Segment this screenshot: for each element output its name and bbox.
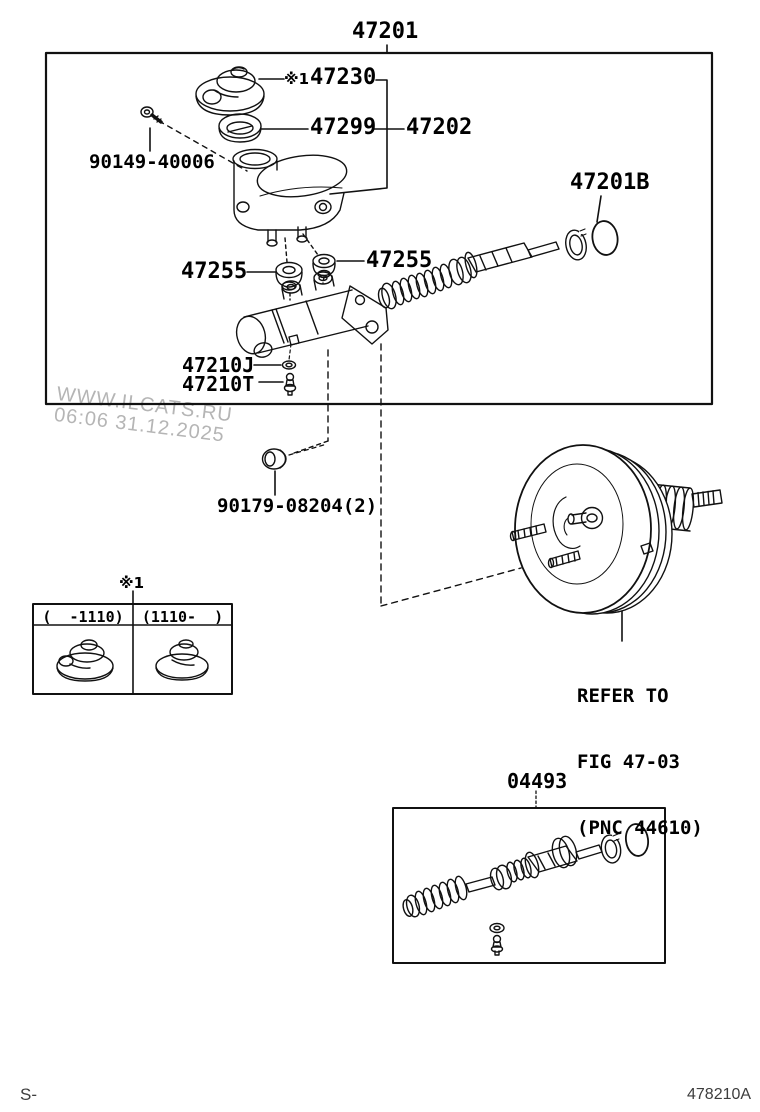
variant-table-note: ※1: [119, 574, 145, 592]
cap-variant-early-drawing: [56, 639, 114, 682]
footer-left-code: S-: [20, 1085, 37, 1104]
label-grommet-front-47255: 47255: [181, 259, 248, 284]
assembly-dashed-lines: [158, 120, 522, 607]
cap-ring-drawing: [218, 113, 262, 143]
repair-kit-box: [392, 807, 666, 964]
reservoir-cap-drawing: [195, 66, 265, 116]
master-cylinder-drawing: [235, 271, 389, 358]
variant-table-header-early: ( -1110): [42, 608, 124, 626]
label-cap-note-prefix: ※1: [284, 70, 310, 88]
label-oring-47201b: 47201B: [570, 170, 650, 195]
label-cap-number: 47230: [310, 65, 377, 90]
cap-variant-late-drawing: [155, 639, 209, 681]
label-bleeder-47210t: 47210T: [182, 372, 255, 396]
leader-lines: [132, 44, 623, 808]
label-cap-ring-47299: 47299: [310, 115, 377, 140]
booster-note-line2: FIG 47-03: [577, 751, 680, 773]
reservoir-screw-drawing: [140, 106, 163, 124]
label-reservoir-47202: 47202: [406, 115, 473, 140]
label-grommet-rear-47255: 47255: [366, 248, 433, 273]
label-repair-kit-04493: 04493: [507, 769, 568, 793]
main-parts-box: [44, 51, 714, 406]
variant-table-header-late: (1110- ): [141, 608, 224, 626]
piston-assembly-drawing: [377, 220, 619, 310]
label-cap-47230: ※1 47230: [284, 67, 376, 89]
oring-drawing: [591, 220, 619, 256]
label-reservoir-screw: 90149-40006: [89, 151, 215, 173]
gasket-drawing: [281, 343, 297, 370]
bleeder-screw-drawing: [283, 372, 297, 396]
reservoir-drawing: [232, 148, 348, 247]
booster-studs: [509, 506, 604, 569]
label-assembly-47201: 47201: [352, 19, 419, 44]
booster-note-line3: (PNC 44610): [577, 817, 703, 839]
grommet-front-drawing: [275, 261, 303, 291]
repair-kit-drawing: [402, 823, 650, 956]
label-mounting-nut: 90179-08204(2): [217, 495, 378, 517]
brake-booster-drawing: [509, 444, 723, 615]
footer-figure-code: 478210A: [687, 1086, 752, 1103]
booster-note-line1: REFER TO: [577, 685, 669, 707]
mounting-nut-drawing: [261, 443, 328, 470]
label-gasket-47210j: 47210J: [182, 353, 255, 377]
booster-reference-note: REFER TO FIG 47-03 (PNC 44610): [577, 641, 703, 883]
